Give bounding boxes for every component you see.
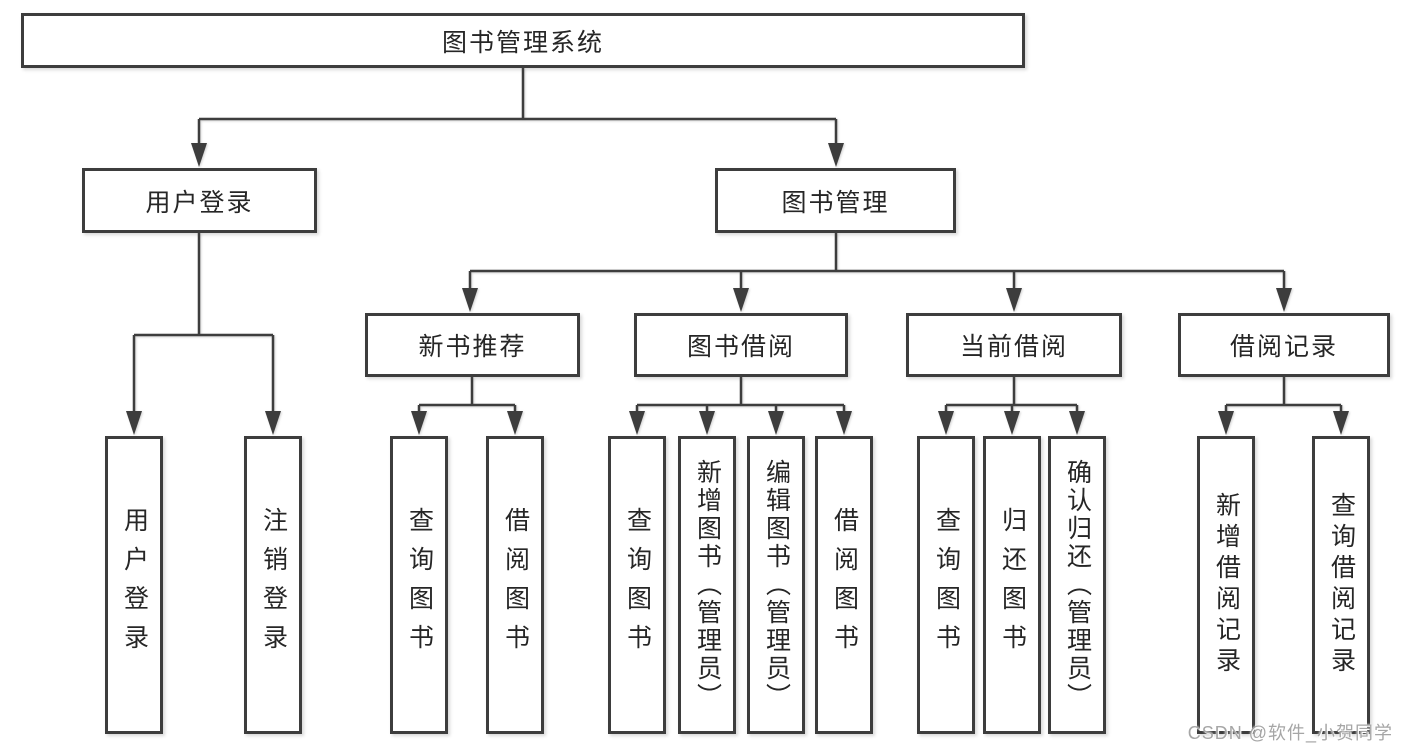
node-root: 图书管理系统 (21, 13, 1025, 68)
leaf-user-login-label: 用户登录 (120, 507, 149, 663)
leaf-add-book-admin: 新增图书（管理员） (678, 436, 736, 734)
leaf-user-login: 用户登录 (105, 436, 163, 734)
watermark-csdn: CSDN @软件_小贺同学 (1187, 723, 1393, 743)
leaf-borrow-books-1-label: 借阅图书 (501, 507, 530, 663)
node-current-borrowing-label: 当前借阅 (959, 333, 1068, 361)
leaf-confirm-return-admin-label: 确认归还（管理员） (1063, 459, 1092, 711)
leaf-query-books-2: 查询图书 (608, 436, 666, 734)
leaf-borrow-books-2-label: 借阅图书 (830, 507, 859, 663)
node-new-book-recommendation: 新书推荐 (365, 313, 580, 377)
leaf-query-books-3: 查询图书 (917, 436, 975, 734)
node-borrowing-records-label: 借阅记录 (1229, 333, 1338, 361)
leaf-query-borrow-record: 查询借阅记录 (1312, 436, 1370, 734)
leaf-edit-book-admin: 编辑图书（管理员） (747, 436, 805, 734)
leaf-confirm-return-admin: 确认归还（管理员） (1048, 436, 1106, 734)
node-borrowing-records: 借阅记录 (1178, 313, 1390, 377)
node-book-borrowing-label: 图书借阅 (686, 333, 795, 361)
leaf-query-borrow-record-label: 查询借阅记录 (1327, 492, 1356, 678)
leaf-borrow-books-1: 借阅图书 (486, 436, 544, 734)
node-new-book-recommendation-label: 新书推荐 (418, 333, 527, 361)
node-user-login: 用户登录 (82, 168, 317, 233)
arrowheads (126, 143, 1349, 435)
leaf-add-borrow-record-label: 新增借阅记录 (1212, 492, 1241, 678)
leaf-query-books-3-label: 查询图书 (932, 507, 961, 663)
leaf-add-borrow-record: 新增借阅记录 (1197, 436, 1255, 734)
node-current-borrowing: 当前借阅 (906, 313, 1122, 377)
leaf-return-book: 归还图书 (983, 436, 1041, 734)
node-root-label: 图书管理系统 (441, 28, 604, 57)
leaf-logout: 注销登录 (244, 436, 302, 734)
leaf-edit-book-admin-label: 编辑图书（管理员） (762, 459, 791, 711)
node-user-login-label: 用户登录 (145, 188, 254, 217)
node-book-management-label: 图书管理 (781, 188, 890, 217)
node-book-management: 图书管理 (715, 168, 956, 233)
node-book-borrowing: 图书借阅 (634, 313, 848, 377)
leaf-query-books-1: 查询图书 (390, 436, 448, 734)
leaf-query-books-2-label: 查询图书 (623, 507, 652, 663)
leaf-add-book-admin-label: 新增图书（管理员） (693, 459, 722, 711)
leaf-return-book-label: 归还图书 (998, 507, 1027, 663)
leaf-logout-label: 注销登录 (259, 507, 288, 663)
leaf-query-books-1-label: 查询图书 (405, 507, 434, 663)
leaf-borrow-books-2: 借阅图书 (815, 436, 873, 734)
